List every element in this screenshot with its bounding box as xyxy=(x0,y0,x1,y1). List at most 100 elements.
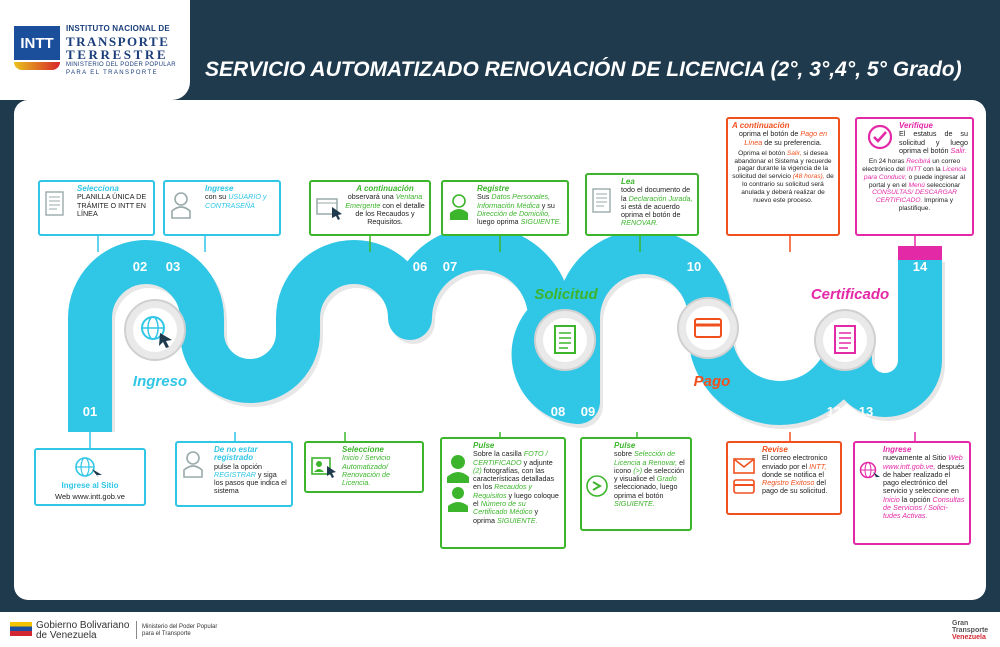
gobierno-line1: Gobierno Bolivariano xyxy=(36,620,130,631)
step08-hl4: Número de su Certificado Médico xyxy=(473,499,533,517)
step11-hl1: Pago en Línea xyxy=(744,129,828,147)
road-start xyxy=(68,420,112,432)
select-icon xyxy=(586,475,608,499)
intt-badge: INTT xyxy=(14,26,60,60)
step14-text5: o puede ingresar al portal y en el xyxy=(868,173,966,189)
ministerio-logo: Ministerio del Poder Popular para el Tra… xyxy=(142,624,217,638)
mail-icon xyxy=(733,458,755,500)
step-06: 06 xyxy=(413,259,427,274)
step14-hl6: CONSULTAS/ DESCARGAR CERTIFICADO. xyxy=(872,189,957,205)
step14-hl5: Menú xyxy=(908,181,925,189)
step07-text3: luego oprima xyxy=(477,217,521,227)
gran-line1: Gran xyxy=(952,620,969,627)
step13-hl3: Consultas de Servicios / Solici- tudes A… xyxy=(883,494,965,521)
step-09: 09 xyxy=(581,404,595,419)
step12-box: Revise El correo electronico enviado por… xyxy=(726,441,842,515)
gran-transporte-logo: Gran Transporte Venezuela xyxy=(952,620,988,641)
step04-title: De no estar registrado xyxy=(214,445,258,463)
document-icon xyxy=(534,309,596,371)
step09-text1: sobre xyxy=(614,449,634,459)
step-13: 13 xyxy=(859,404,873,419)
step03-highlight: USUARIO y CONTRASEÑA xyxy=(205,192,267,210)
step14-text7: Imprima y plastifique. xyxy=(898,197,954,212)
step12-text2: donde se notifica el xyxy=(762,469,824,479)
step07-text2: y su xyxy=(539,200,555,210)
step-04: 04 xyxy=(274,404,289,419)
step-10: 10 xyxy=(687,259,701,274)
step14-hl1: Salir. xyxy=(950,145,967,155)
step09-text2: el icono xyxy=(614,457,685,475)
step06-title: A continuación xyxy=(356,184,414,193)
gobierno-line2: de Venezuela xyxy=(36,630,97,641)
step02-title: Selecciona xyxy=(77,184,119,193)
step-03: 03 xyxy=(166,259,180,274)
globe-icon xyxy=(74,456,104,478)
institute-line2: TRANSPORTE xyxy=(66,34,170,49)
institute-line3: TERRESTRE xyxy=(66,47,169,62)
step11-text3: Oprima el botón xyxy=(738,149,787,157)
step14-text6: seleccionar xyxy=(924,181,961,189)
step14-hl4: Licencia para Conducir, xyxy=(863,165,967,181)
step03-title: Ingrese xyxy=(205,184,234,193)
step03-text: con su xyxy=(205,192,229,202)
step07-text1: Sus xyxy=(477,192,492,202)
user-icon xyxy=(171,191,191,221)
step10-hl2: RENOVAR. xyxy=(621,218,659,228)
step10-title: Lea xyxy=(621,177,635,186)
step-02: 02 xyxy=(133,259,147,274)
step12-text3: del pago de su solicitud. xyxy=(762,478,828,496)
step-07: 07 xyxy=(443,259,457,274)
card-icon xyxy=(677,297,739,359)
step05-title: Seleccione xyxy=(342,445,384,454)
step-14: 14 xyxy=(913,259,928,274)
step13-title: Ingrese xyxy=(883,445,912,454)
step-05: 05 xyxy=(306,404,320,419)
step10-box: Lea todo el documento de la Declaración … xyxy=(585,173,699,236)
stage-pago: Pago xyxy=(694,373,731,390)
step12-hl1: INTT, xyxy=(809,461,827,471)
step14-hl3: INTT xyxy=(906,165,922,173)
step13-box: Ingrese nuevamente al Sitio Web www.intt… xyxy=(853,441,971,545)
institute-line1: INSTITUTO NACIONAL DE xyxy=(66,24,170,33)
step12-hl2: Registro Exitoso xyxy=(762,478,815,488)
step08-hl5: SIGUIENTE. xyxy=(496,515,538,525)
ministry-line1: MINISTERIO DEL PODER POPULAR xyxy=(66,62,176,68)
road-ingreso xyxy=(68,240,298,428)
road-end xyxy=(898,246,942,260)
step09-hl2: (>) xyxy=(633,465,643,475)
users-icon xyxy=(446,453,470,515)
step07-box: Registre Sus Datos Personales, Informaci… xyxy=(441,180,569,236)
step11-text5: de lo contrario su solicitud será anulad… xyxy=(741,173,834,204)
step01-box: Ingrese al Sitio Web www.intt.gob.ve xyxy=(34,448,146,506)
step08-text4: y luego coloque el xyxy=(473,490,559,509)
step09-box: Pulse sobre Selección de Licencia a Reno… xyxy=(580,437,692,531)
stage-certificado: Certificado xyxy=(811,286,889,303)
step08-title: Pulse xyxy=(473,441,495,450)
step-08: 08 xyxy=(551,404,565,419)
step07-hl1: Datos Personales, Información Médica xyxy=(477,192,551,210)
step09-hl3: Grado xyxy=(656,474,677,484)
step01-text: Web www.intt.gob.ve xyxy=(55,492,125,501)
step13-text2: después de haber realizado el pago elect… xyxy=(883,461,965,496)
gran-line3: Venezuela xyxy=(952,634,986,641)
step14-hl2: Recibirá xyxy=(906,158,931,166)
step08-hl2: (2) xyxy=(473,465,482,475)
step10-text2: si está de acuerdo oprima el botón de xyxy=(621,201,681,220)
flag-icon xyxy=(10,622,32,636)
step02-text: PLANILLA ÚNICA DE TRÁMITE O INTT EN LÍNE… xyxy=(77,192,147,218)
step-11: 11 xyxy=(719,259,733,274)
header-bar: INTT INSTITUTO NACIONAL DE TRANSPORTE TE… xyxy=(0,0,1000,100)
step02-box: Selecciona PLANILLA ÚNICA DE TRÁMITE O I… xyxy=(38,180,155,236)
footer-divider xyxy=(136,621,137,639)
step14-box: Verifique El estatus de su solicitud y l… xyxy=(855,117,974,236)
step06-box: A continuación observará una Ventana Eme… xyxy=(309,180,431,236)
step07-hl3: SIGUIENTE. xyxy=(520,217,562,227)
step11-hl2: Salir, xyxy=(786,149,802,157)
ministry-line2: PARA EL TRANSPORTE xyxy=(66,70,158,76)
step12-text1: El correo electronico enviado por el xyxy=(762,453,828,471)
gran-line2: Transporte xyxy=(952,627,989,634)
step09-text3: de selección y visualice el xyxy=(614,465,685,484)
step05-highlight: Inicio / Servicio Automatizado/ Renovaci… xyxy=(342,453,391,488)
step04-text1: pulse la opción xyxy=(214,461,262,471)
step14-text1: El estatus de su solicitud y luego oprim… xyxy=(899,129,968,155)
